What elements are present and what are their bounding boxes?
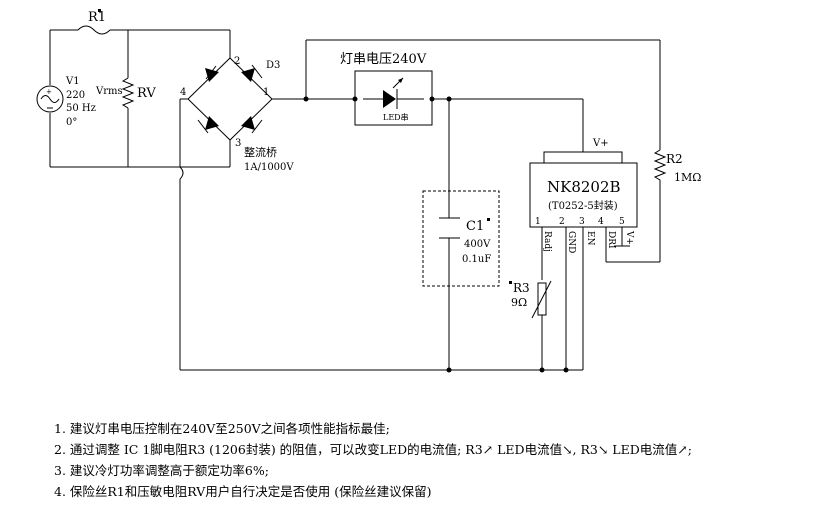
label-bridge-pin-2: 2 — [234, 56, 240, 67]
label-pin-en: EN — [585, 231, 595, 246]
label-pin-dri: DRI — [606, 231, 616, 249]
label-ic-name: NK8202B — [547, 178, 621, 196]
label-v1-phase: 0° — [66, 117, 77, 128]
label-bridge-pin-3: 3 — [235, 138, 241, 149]
resistor-r3: R3 9Ω — [509, 280, 552, 370]
ac-source-v1 — [36, 85, 64, 113]
dc-wiring — [179, 39, 661, 373]
label-vrms: Vrms — [95, 86, 123, 97]
label-r2: R2 — [666, 152, 683, 166]
c1-marker — [487, 218, 490, 221]
label-ic-pin-4: 4 — [598, 217, 604, 227]
label-d3: D3 — [266, 60, 280, 71]
label-c1-voltage: 400V — [464, 239, 491, 250]
r1-marker — [98, 9, 101, 12]
note-item: 4. 保险丝R1和压敏电阻RV用户自行决定是否使用 (保险丝建议保留) — [54, 484, 432, 499]
fuse-r1 — [77, 25, 111, 35]
label-rv: RV — [137, 86, 156, 101]
label-ic-vplus-top: V+ — [592, 138, 609, 149]
circuit-schematic: + R1 RV V1 220 50 Hz 0° Vrms — [36, 9, 701, 373]
label-c1-value: 0.1uF — [462, 254, 491, 265]
bridge-rectifier: 2 1 4 3 D3 整流桥 1A/1000V — [180, 56, 294, 173]
input-section: + R1 RV V1 220 50 Hz 0° Vrms — [36, 9, 231, 168]
label-r2-value: 1MΩ — [674, 171, 701, 184]
bridge-diode — [197, 116, 219, 134]
label-pin-gnd: GND — [566, 231, 576, 253]
label-ic-pin-1: 1 — [535, 217, 541, 227]
label-v1: V1 — [65, 76, 80, 87]
label-pin-vplus: V+ — [624, 230, 634, 245]
svg-text:+: + — [46, 88, 52, 96]
label-ic-pin-5: 5 — [619, 217, 625, 227]
label-bridge-pin-1: 1 — [263, 87, 269, 98]
note-item: 1. 建议灯串电压控制在240V至250V之间各项性能指标最佳; — [54, 421, 390, 436]
led-string: 灯串电压240V LED串 — [340, 52, 433, 126]
label-ic-package: (T0252-5封装) — [548, 199, 618, 212]
label-c1: C1 — [466, 219, 484, 234]
note-item: 3. 建议冷灯功率调整高于额定功率6%; — [54, 463, 269, 478]
label-bridge-rating: 1A/1000V — [244, 162, 294, 173]
notes-list: 1. 建议灯串电压控制在240V至250V之间各项性能指标最佳; 2. 通过调整… — [54, 418, 692, 502]
label-bridge-name: 整流桥 — [244, 145, 277, 159]
label-v1-voltage: 220 — [66, 90, 85, 101]
label-r3-value: 9Ω — [511, 296, 527, 309]
note-item: 2. 通过调整 IC 1脚电阻R3 (1206封装) 的阻值，可以改变LED的电… — [54, 442, 692, 457]
capacitor-c1: C1 400V 0.1uF — [422, 190, 500, 287]
label-r1: R1 — [88, 10, 106, 25]
bridge-diode — [241, 116, 263, 134]
bridge-diode — [205, 65, 219, 82]
varistor-rv — [121, 77, 135, 109]
label-ic-pin-3: 3 — [579, 217, 585, 227]
label-r3: R3 — [513, 281, 530, 295]
label-v1-frequency: 50 Hz — [66, 103, 96, 114]
label-led-string-voltage: 灯串电压240V — [340, 52, 427, 67]
label-ic-pin-2: 2 — [559, 217, 565, 227]
bridge-diode — [241, 64, 263, 82]
resistor-r2: R2 1MΩ — [653, 149, 701, 185]
r3-marker — [509, 281, 512, 284]
label-led-string: LED串 — [383, 113, 409, 122]
label-pin-radj: Radj — [542, 231, 552, 252]
led-icon — [383, 90, 396, 108]
ic-nk8202b: V+ NK8202B (T0252-5封装) 1 2 3 4 5 Radj GN… — [529, 138, 638, 370]
label-bridge-pin-4: 4 — [180, 87, 186, 98]
